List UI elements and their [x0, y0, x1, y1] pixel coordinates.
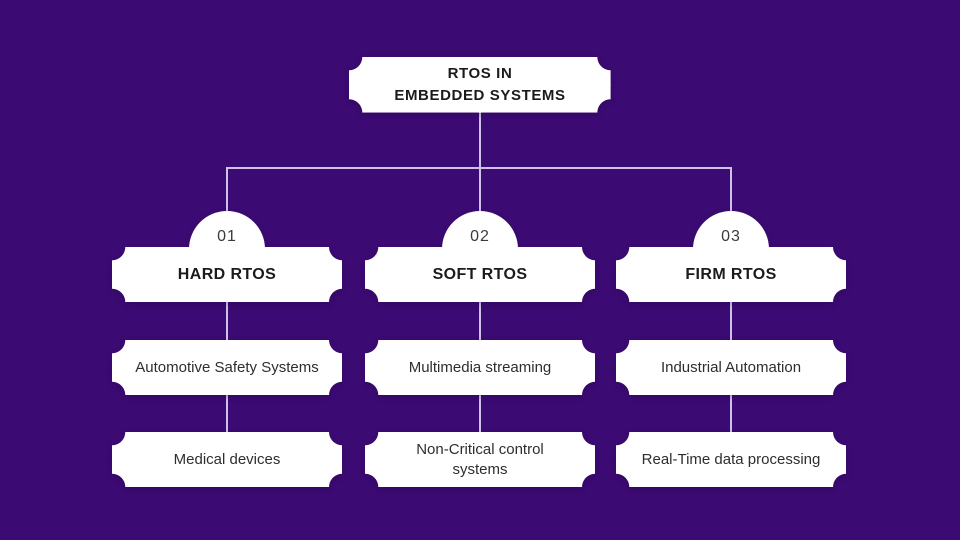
child-label: Multimedia streaming: [408, 358, 552, 376]
branch-number-badge: 02: [442, 211, 518, 249]
branch-label: SOFT RTOS: [432, 265, 528, 283]
connector-left-vertical: [226, 167, 228, 213]
connector-root-vertical: [479, 112, 481, 213]
connector-horizontal: [226, 167, 732, 169]
branch-number-badge: 01: [189, 211, 265, 249]
connector-col1-low: [226, 394, 228, 433]
root-node: RTOS IN EMBEDDED SYSTEMS: [349, 57, 611, 113]
branch-number: 01: [217, 228, 237, 245]
branch-firm-rtos-child-1: Industrial Automation: [616, 340, 846, 395]
connector-col3-mid: [730, 301, 732, 341]
connector-col2-low: [479, 394, 481, 433]
child-label: Medical devices: [173, 450, 281, 468]
connector-right-vertical: [730, 167, 732, 213]
branch-number: 02: [470, 228, 490, 245]
connector-col3-low: [730, 394, 732, 433]
branch-label: HARD RTOS: [177, 265, 277, 283]
child-label: Non-Critical control systems: [416, 441, 544, 478]
branch-hard-rtos-child-2: Medical devices: [112, 432, 342, 487]
branch-number-badge: 03: [693, 211, 769, 249]
branch-soft-rtos-header: 02 SOFT RTOS: [365, 211, 595, 302]
child-label: Real-Time data processing: [641, 450, 821, 468]
child-label: Automotive Safety Systems: [135, 358, 319, 376]
connector-col2-mid: [479, 301, 481, 341]
branch-hard-rtos-child-1: Automotive Safety Systems: [112, 340, 342, 395]
branch-firm-rtos-header: 03 FIRM RTOS: [616, 211, 846, 302]
branch-soft-rtos-child-2: Non-Critical control systems: [365, 432, 595, 487]
branch-number: 03: [721, 228, 741, 245]
branch-firm-rtos-child-2: Real-Time data processing: [616, 432, 846, 487]
child-label: Industrial Automation: [660, 358, 802, 376]
connector-col1-mid: [226, 301, 228, 341]
root-title: RTOS IN EMBEDDED SYSTEMS: [394, 65, 566, 104]
branch-soft-rtos-child-1: Multimedia streaming: [365, 340, 595, 395]
branch-label: FIRM RTOS: [685, 265, 777, 283]
branch-hard-rtos-header: 01 HARD RTOS: [112, 211, 342, 302]
